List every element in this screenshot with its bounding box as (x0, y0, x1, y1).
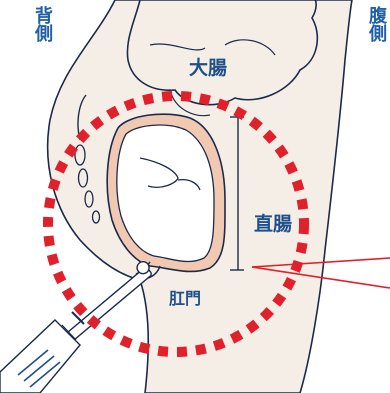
enema-bottle-icon (0, 312, 84, 393)
back-side-label: 背側 (30, 6, 52, 42)
anus-label: 肛門 (169, 289, 201, 308)
rectum-label: 直腸 (254, 212, 292, 235)
belly-side-label: 腹側 (364, 6, 386, 42)
large-intestine-label: 大腸 (189, 56, 227, 79)
